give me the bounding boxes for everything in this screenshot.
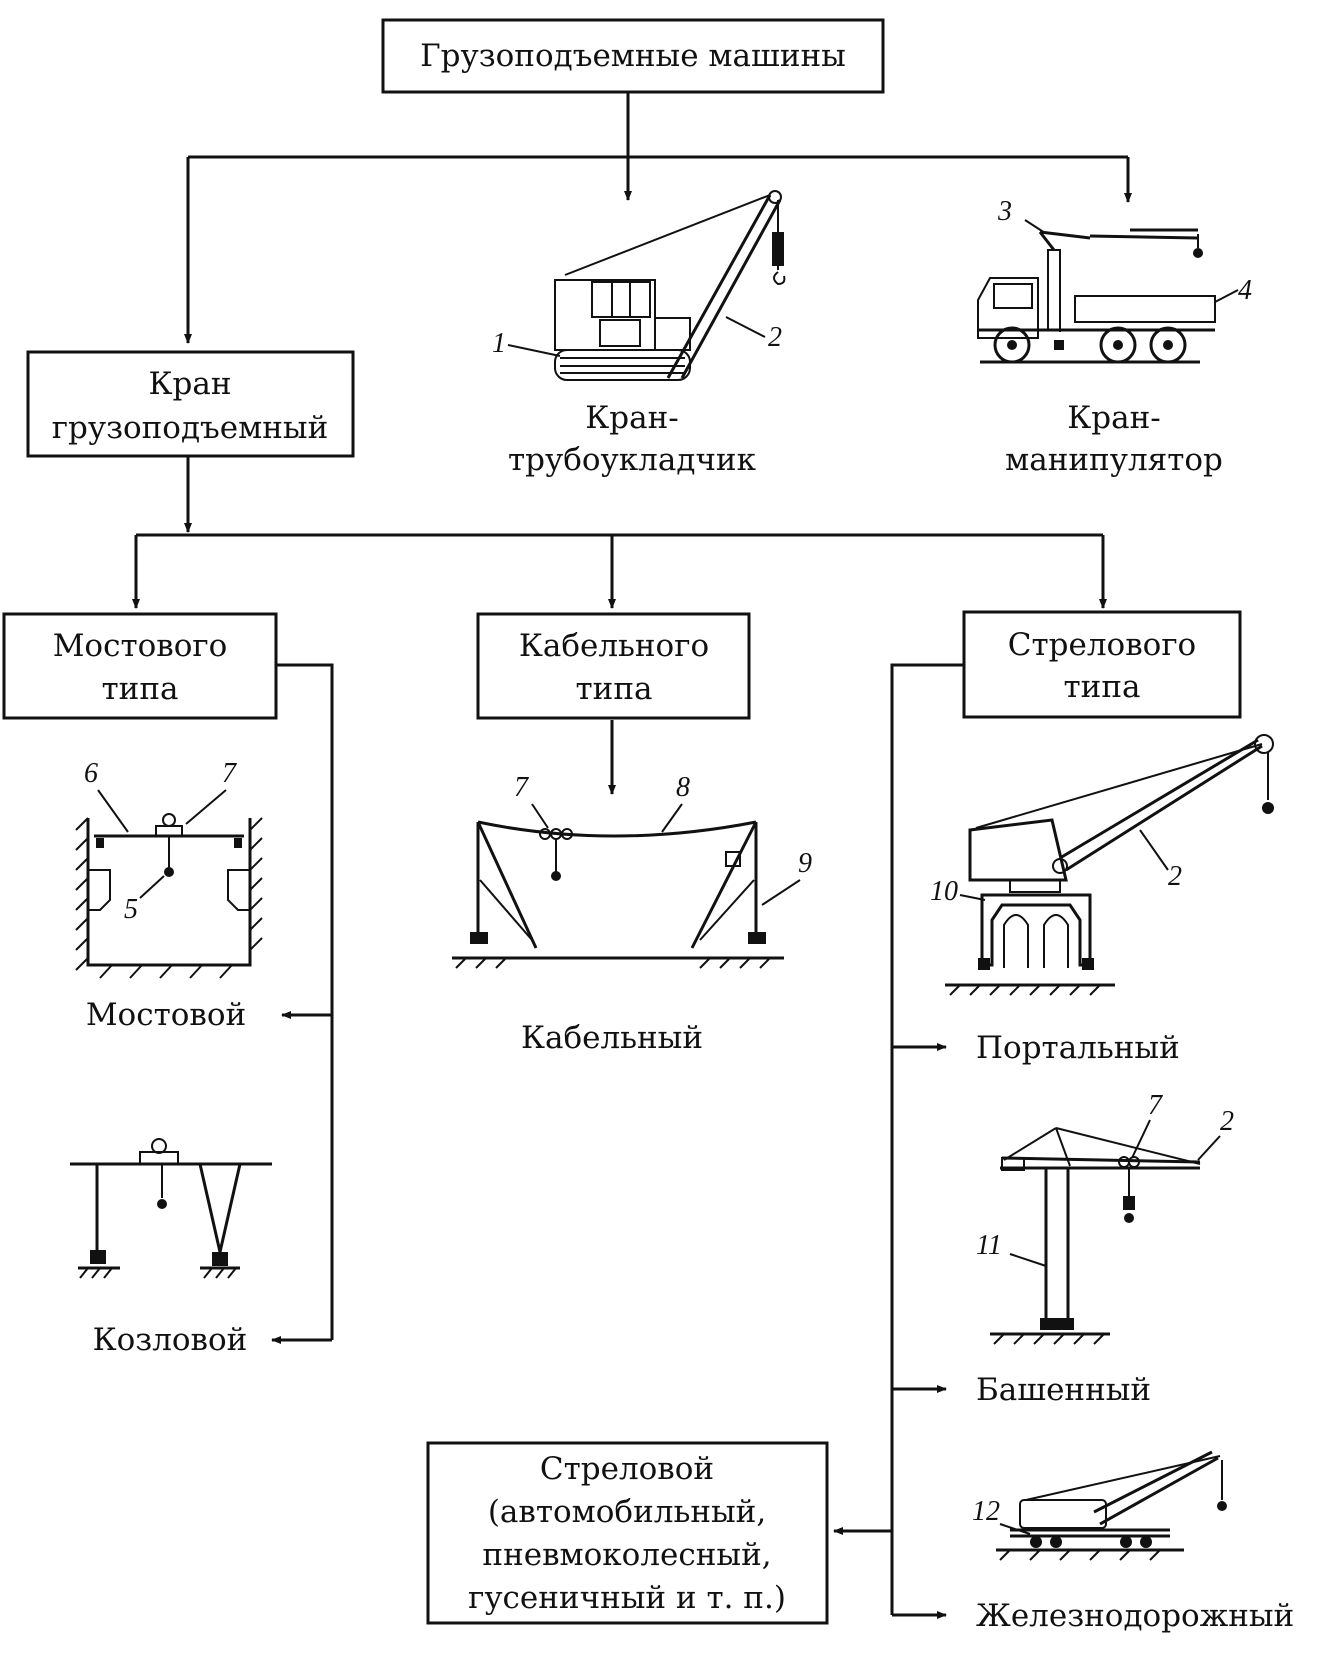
pipelayer-boom — [666, 194, 772, 379]
cable-hook-icon — [551, 871, 561, 881]
bridge-type-line2: типа — [102, 671, 179, 707]
callout-12: 12 — [972, 1496, 1000, 1527]
portal-cabin — [968, 818, 1068, 882]
callout-9: 9 — [798, 848, 812, 879]
crane-lifting-box: Кран грузоподъемный — [26, 350, 355, 458]
crane-lifting-line2: грузоподъемный — [52, 410, 329, 446]
pipelayer-body — [554, 279, 656, 351]
callout-11: 11 — [976, 1230, 1002, 1261]
tower-crane-illustration: 7 2 11 — [976, 1090, 1234, 1345]
gantry-leg-right — [198, 1163, 242, 1253]
label-kozlovoy: Козловой — [93, 1322, 248, 1358]
jib-box-line2: (автомобильный, — [488, 1494, 766, 1530]
label-zheleznodorozhny: Железнодорожный — [976, 1598, 1294, 1634]
portal-hook-icon — [1262, 802, 1274, 814]
gantry-hook-icon — [157, 1199, 167, 1209]
label-bashenny: Башенный — [976, 1372, 1151, 1408]
bridge-type-bracket — [276, 663, 334, 1340]
railway-boom — [1099, 1456, 1219, 1526]
cable-type-line2: типа — [576, 671, 653, 707]
jib-box-line3: пневмоколесный, — [482, 1537, 771, 1573]
jib-box-line1: Стреловой — [540, 1451, 714, 1487]
bridge-crane-illustration: 6 7 5 — [75, 758, 263, 979]
callout-7a: 7 — [222, 758, 237, 789]
callout-5: 5 — [124, 894, 138, 925]
callout-2c: 2 — [1220, 1106, 1234, 1137]
jib-detail-box: Стреловой (автомобильный, пневмоколесный… — [426, 1441, 829, 1625]
crane-lifting-line1: Кран — [149, 366, 232, 402]
root-box: Грузоподъемные машины — [381, 18, 885, 94]
truck-bed — [1074, 295, 1216, 323]
pipelayer-line2: трубоукладчик — [508, 442, 756, 478]
tower-mast — [1044, 1166, 1070, 1328]
tower-hook-icon — [1124, 1213, 1134, 1223]
callout-8: 8 — [676, 772, 690, 803]
jib-type-line2: типа — [1064, 669, 1141, 705]
bridge-hook-icon — [164, 867, 174, 877]
cable-type-line1: Кабельного — [519, 628, 709, 664]
manipulator-line1: Кран- — [1067, 400, 1160, 436]
manipulator-hook-icon — [1193, 248, 1203, 258]
portal-boom-cable — [975, 743, 1263, 829]
bridge-type-box: Мостового типа — [2, 612, 278, 720]
manipulator-line2: манипулятор — [1005, 442, 1223, 478]
cable-line — [477, 820, 757, 838]
jib-type-box: Стрелового типа — [962, 610, 1242, 719]
railway-crane-illustration: 12 — [972, 1450, 1227, 1561]
portal-crane-illustration: 10 2 — [930, 734, 1274, 996]
pipelayer-line1: Кран- — [585, 400, 678, 436]
portal-frame — [980, 893, 1092, 967]
bridge-crane-walls — [86, 818, 252, 967]
connectors — [132, 92, 1132, 1619]
callout-10: 10 — [930, 876, 958, 907]
cable-type-box: Кабельного типа — [476, 612, 751, 720]
callout-4: 4 — [1238, 275, 1252, 306]
manipulator-truck-illustration: 3 4 — [977, 196, 1252, 364]
pipelayer-crane-illustration: 1 2 — [492, 190, 786, 381]
label-portalny: Портальный — [976, 1030, 1180, 1066]
jib-type-bracket — [890, 663, 964, 1615]
railway-hook-icon — [1217, 1501, 1227, 1511]
portal-boom — [1065, 744, 1263, 872]
cable-crane-illustration: 7 8 9 — [452, 772, 812, 969]
bridge-type-line1: Мостового — [53, 628, 228, 664]
jib-type-line1: Стрелового — [1008, 627, 1196, 663]
callout-3: 3 — [997, 196, 1012, 227]
pipelayer-hook-icon — [773, 271, 786, 286]
gantry-crane-illustration — [70, 1138, 272, 1279]
callout-2b: 2 — [1168, 861, 1182, 892]
root-label: Грузоподъемные машины — [420, 38, 846, 74]
pipelayer-cable — [564, 194, 771, 276]
jib-box-line4: гусеничный и т. п.) — [468, 1580, 786, 1616]
callout-7c: 7 — [1148, 1090, 1163, 1121]
callout-1: 1 — [492, 328, 506, 359]
railway-cabin — [1019, 1499, 1107, 1529]
callout-7b: 7 — [514, 772, 529, 803]
callout-6: 6 — [84, 758, 98, 789]
callout-2: 2 — [768, 322, 782, 353]
label-kabelny: Кабельный — [521, 1020, 703, 1056]
label-mostovoy: Мостовой — [86, 997, 246, 1033]
